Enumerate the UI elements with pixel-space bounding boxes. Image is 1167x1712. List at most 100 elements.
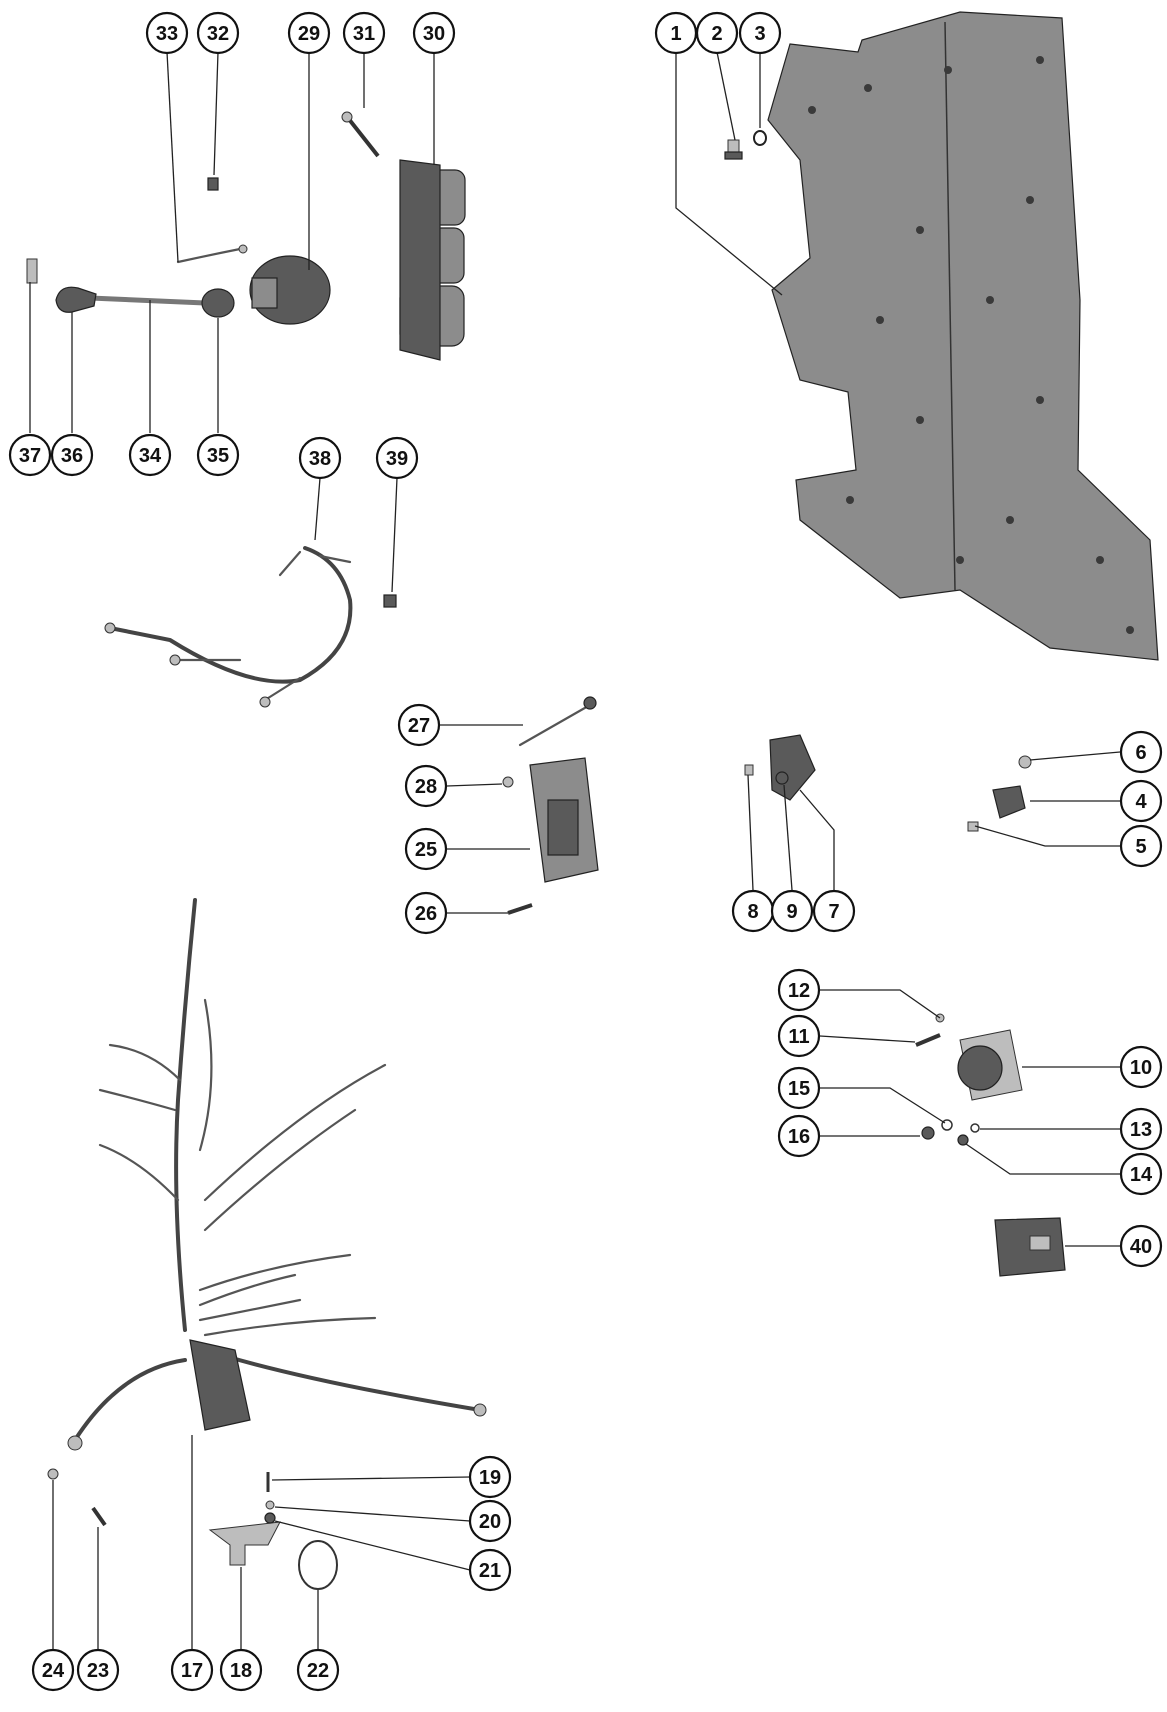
callout-circle: [1119, 779, 1163, 823]
callout-9: 9: [770, 889, 814, 933]
part-2-bolt: [724, 139, 743, 160]
callout-39: 39: [375, 436, 419, 480]
callout-number: 8: [747, 901, 758, 923]
callout-16: 16: [777, 1114, 821, 1158]
callout-circle: [170, 1648, 214, 1692]
part-22-grommet: [298, 1540, 338, 1590]
callout-number: 20: [479, 1511, 501, 1533]
callout-number: 15: [788, 1078, 810, 1100]
callout-29: 29: [287, 11, 331, 55]
callout-number: 27: [408, 715, 430, 737]
callout-7: 7: [812, 889, 856, 933]
callout-19: 19: [468, 1455, 512, 1499]
callout-circle: [196, 11, 240, 55]
part-31-screw: [341, 111, 380, 158]
callout-14: 14: [1119, 1152, 1163, 1196]
callout-number: 23: [87, 1660, 109, 1682]
callout-33: 33: [145, 11, 189, 55]
part-39-clip: [383, 594, 397, 608]
callout-2: 2: [695, 11, 739, 55]
callout-circle: [468, 1499, 512, 1543]
part-36-boot: [55, 286, 97, 313]
callout-circle: [145, 11, 189, 55]
callout-number: 3: [754, 23, 765, 45]
callout-23: 23: [76, 1648, 120, 1692]
callout-circle: [298, 436, 342, 480]
part-30-coil-pack: [399, 159, 466, 361]
callout-circle: [196, 433, 240, 477]
callout-number: 26: [415, 903, 437, 925]
callout-circle: [76, 1648, 120, 1692]
callout-22: 22: [296, 1648, 340, 1692]
part-17-main-harness: [67, 898, 487, 1451]
leader-lines: [29, 51, 1121, 1650]
part-21-nut: [264, 1512, 276, 1524]
part-27-lead: [518, 696, 597, 747]
callout-number: 11: [788, 1026, 809, 1048]
callout-number: 16: [788, 1126, 810, 1148]
callout-6: 6: [1119, 730, 1163, 774]
callout-circle: [128, 433, 172, 477]
callout-circle: [738, 11, 782, 55]
callout-number: 10: [1130, 1057, 1152, 1079]
callout-number: 6: [1135, 742, 1146, 764]
part-14-nut: [957, 1134, 969, 1146]
callout-number: 35: [207, 445, 229, 467]
callout-number: 14: [1130, 1164, 1153, 1186]
callout-4: 4: [1119, 779, 1163, 823]
callout-circle: [404, 827, 448, 871]
callout-10: 10: [1119, 1045, 1163, 1089]
callout-number: 36: [61, 445, 83, 467]
callout-number: 30: [423, 23, 445, 45]
callout-number: 33: [156, 23, 178, 45]
part-37-terminal: [26, 258, 38, 284]
callout-circle: [50, 433, 94, 477]
part-13-washer: [970, 1123, 980, 1133]
callout-number: 1: [670, 23, 681, 45]
part-35-lead-cap: [201, 288, 235, 318]
callout-12: 12: [777, 968, 821, 1012]
part-7-bracket: [769, 734, 816, 801]
part-9-washer: [775, 771, 789, 785]
callout-circle: [1119, 1152, 1163, 1196]
callout-number: 39: [386, 448, 408, 470]
part-11-screw: [915, 1033, 941, 1047]
callout-5: 5: [1119, 824, 1163, 868]
callout-number: 5: [1135, 836, 1146, 858]
part-40-bracket: [994, 1217, 1066, 1277]
callout-number: 7: [828, 901, 839, 923]
callout-number: 9: [786, 901, 797, 923]
callout-11: 11: [777, 1014, 821, 1058]
callout-30: 30: [412, 11, 456, 55]
part-28-nut: [502, 776, 514, 788]
callout-number: 25: [415, 839, 437, 861]
part-4-clamp: [992, 785, 1026, 819]
callout-circle: [777, 1114, 821, 1158]
callout-21: 21: [468, 1548, 512, 1592]
callout-3: 3: [738, 11, 782, 55]
callout-26: 26: [404, 891, 448, 935]
part-26-screw: [507, 903, 533, 915]
callout-circle: [777, 1066, 821, 1110]
callout-17: 17: [170, 1648, 214, 1692]
callout-32: 32: [196, 11, 240, 55]
part-10-receptacle: [957, 1029, 1023, 1101]
part-34-spark-plug-lead: [89, 295, 206, 306]
callout-37: 37: [8, 433, 52, 477]
callout-number: 18: [230, 1660, 252, 1682]
callout-circle: [468, 1548, 512, 1592]
callout-circle: [812, 889, 856, 933]
callout-number: 34: [139, 445, 162, 467]
part-23-screw: [91, 1506, 107, 1527]
callout-number: 32: [207, 23, 229, 45]
part-18-clip: [208, 1521, 281, 1566]
callout-circle: [1119, 824, 1163, 868]
part-29-boot: [249, 255, 331, 325]
part-6-nut: [1018, 755, 1032, 769]
callout-circle: [8, 433, 52, 477]
callout-number: 40: [1130, 1236, 1152, 1258]
part-32-nut: [207, 177, 219, 191]
part-15-washer: [941, 1119, 953, 1131]
